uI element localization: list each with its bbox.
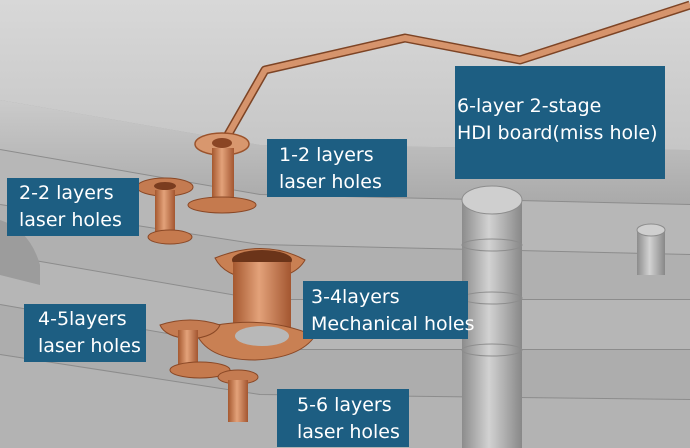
mech-via-bottom-hole	[235, 326, 289, 346]
label-4-5-layers: 4-5layers laser holes	[24, 304, 146, 362]
side-pillar-top	[636, 223, 666, 237]
label-3-4-layers: 3-4layers Mechanical holes	[303, 281, 475, 339]
via-pad	[147, 229, 193, 245]
label-line: laser holes	[38, 335, 141, 357]
label-line: 1-2 layers	[279, 144, 374, 166]
label-line: 3-4layers	[311, 286, 400, 308]
label-line: laser holes	[297, 421, 400, 443]
through-pillar	[462, 200, 522, 448]
side-pillar	[637, 230, 665, 275]
label-5-6-layers: 5-6 layers laser holes	[277, 389, 409, 447]
copper-trace	[222, 2, 690, 142]
via-pad	[159, 319, 221, 340]
label-line: laser holes	[19, 209, 122, 231]
through-pillar-top	[461, 185, 523, 215]
label-line: 6-layer 2-stage	[457, 95, 602, 117]
via-barrel-5-6	[228, 380, 248, 422]
label-2-2-layers: 2-2 layers laser holes	[7, 178, 139, 236]
label-line: 4-5layers	[38, 308, 127, 330]
label-line: Mechanical holes	[311, 313, 475, 335]
via-barrel-1-2	[212, 148, 234, 206]
through-pillar-ring	[461, 238, 523, 252]
label-board-type: 6-layer 2-stage HDI board(miss hole)	[455, 66, 665, 179]
via-barrel-4-5	[178, 330, 198, 368]
label-line: 5-6 layers	[297, 394, 392, 416]
left-notch	[0, 220, 40, 285]
through-pillar-ring	[461, 343, 523, 357]
via-pad-hole	[154, 182, 176, 190]
label-line: laser holes	[279, 171, 382, 193]
via-barrel-2-2	[155, 190, 175, 238]
label-1-2-layers: 1-2 layers laser holes	[267, 139, 407, 197]
label-line: 2-2 layers	[19, 182, 114, 204]
label-line: HDI board(miss hole)	[457, 122, 658, 144]
via-top-hole	[212, 138, 232, 148]
via-pad	[187, 196, 257, 214]
via-pad	[169, 361, 231, 379]
